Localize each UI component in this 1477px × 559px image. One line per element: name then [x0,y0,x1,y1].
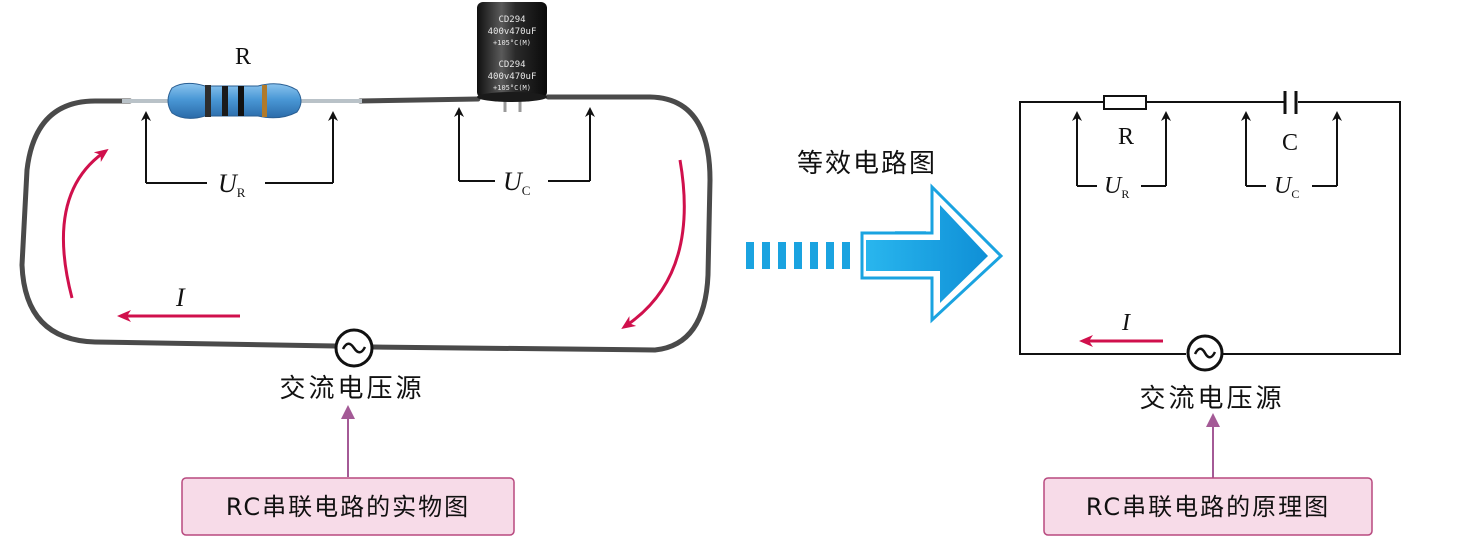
arrow-stripes [746,242,850,269]
schematic-ur-symbol: U [1104,173,1123,199]
wire-loop [19,94,713,353]
equivalent-label: 等效电路图 [797,149,937,179]
schematic-ac-source-icon [1186,334,1224,372]
capacitor-text-line: 400v470uF [488,27,537,37]
uc-label: UC [503,167,530,198]
schematic-wire [1019,101,1401,355]
schematic-uc-label: UC [1274,173,1299,201]
schematic-resistor [1103,95,1147,110]
capacitor-text-line: CD294 [498,60,525,70]
resistor-label: R [235,44,251,70]
big-arrow-fill [866,205,988,303]
schematic-uc-subscript: C [1291,187,1299,201]
right-schematic-diagram: R C UR UC I 交流电压源 [1019,91,1401,536]
schematic-ur-label: UR [1104,173,1129,201]
uc-symbol: U [503,167,524,196]
ur-symbol: U [218,169,239,198]
left-physical-diagram: R CD294 400v470uF +105°C(M) CD294 400v470uF +… [19,2,713,536]
current-arrow-left-curve [61,148,109,299]
schematic-uc-symbol: U [1274,173,1293,199]
capacitor-text-line: +105°C(M) [493,39,531,47]
capacitor-text-line: 400v470uF [488,72,537,82]
current-label: I [175,283,186,312]
caption-box [181,477,515,536]
ac-source-icon [334,328,374,368]
schematic-caption-box [1043,477,1373,536]
ur-label: UR [218,169,246,200]
schematic-capacitor [1283,91,1298,114]
schematic-caption-text: RC串联电路的原理图 [1086,493,1330,521]
capacitor-photo: CD294 400v470uF +105°C(M) CD294 400v470uF +10… [477,2,547,112]
caption-text: RC串联电路的实物图 [226,493,470,521]
capacitor-text-line: CD294 [498,15,525,25]
source-label: 交流电压源 [279,374,424,404]
equivalent-arrow: 等效电路图 [746,149,1004,324]
schematic-ur-subscript: R [1121,187,1129,201]
ur-subscript: R [237,185,246,200]
capacitor-text-line: +105°C(M) [493,84,531,92]
schematic-source-label: 交流电压源 [1139,384,1284,414]
schematic-capacitor-label: C [1282,130,1298,156]
schematic-resistor-label: R [1118,124,1134,150]
current-arrow-right-curve [621,159,686,329]
resistor-photo [167,82,302,119]
schematic-current-label: I [1121,310,1131,336]
uc-subscript: C [522,183,531,198]
